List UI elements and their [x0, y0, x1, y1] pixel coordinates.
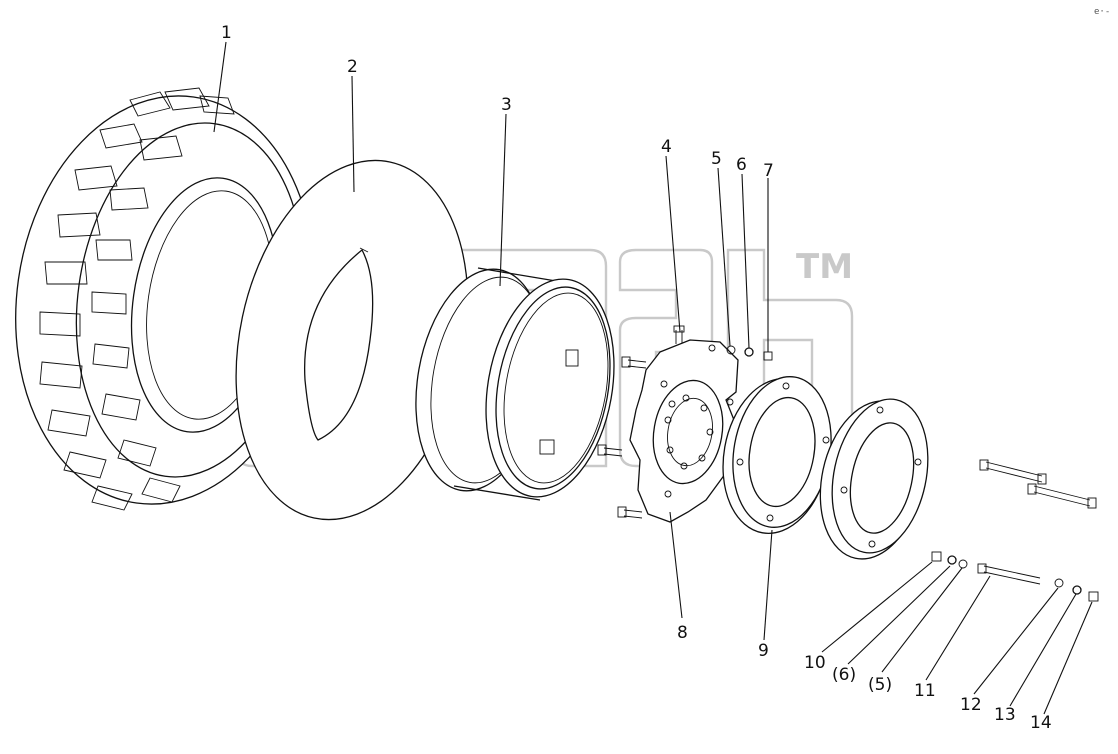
callout-8: 8: [677, 623, 688, 643]
callout-6-ref: (6): [832, 665, 856, 685]
callout-7: 7: [763, 161, 774, 181]
callout-2: 2: [347, 57, 358, 77]
long-bolts: [979, 459, 1097, 509]
weight-part-9: [722, 376, 832, 534]
lower-fasteners: [931, 551, 1099, 602]
callout-3: 3: [501, 95, 512, 115]
rim-bolts: [597, 325, 685, 519]
disc-part-8: [629, 339, 739, 523]
callout-10: 10: [804, 653, 826, 673]
callout-1: 1: [221, 23, 232, 43]
callout-4: 4: [661, 137, 672, 157]
trademark-mark: TM: [796, 247, 853, 287]
leader-lines: [213, 41, 1093, 715]
callout-9: 9: [758, 641, 769, 661]
callout-11: 11: [914, 681, 936, 701]
callout-12: 12: [960, 695, 982, 715]
callout-14: 14: [1030, 713, 1052, 733]
callout-13: 13: [994, 705, 1016, 725]
callout-labels: 1 2 3 4 5 6 7 8 9 10 (6) (5) 11 12 13 14: [221, 23, 1052, 733]
weight-second: [819, 398, 929, 560]
corner-mark: e·-: [1094, 7, 1110, 17]
callout-5-ref: (5): [868, 675, 892, 695]
callout-6: 6: [736, 155, 747, 175]
rim-part-3: [415, 267, 615, 501]
callout-5: 5: [711, 149, 722, 169]
